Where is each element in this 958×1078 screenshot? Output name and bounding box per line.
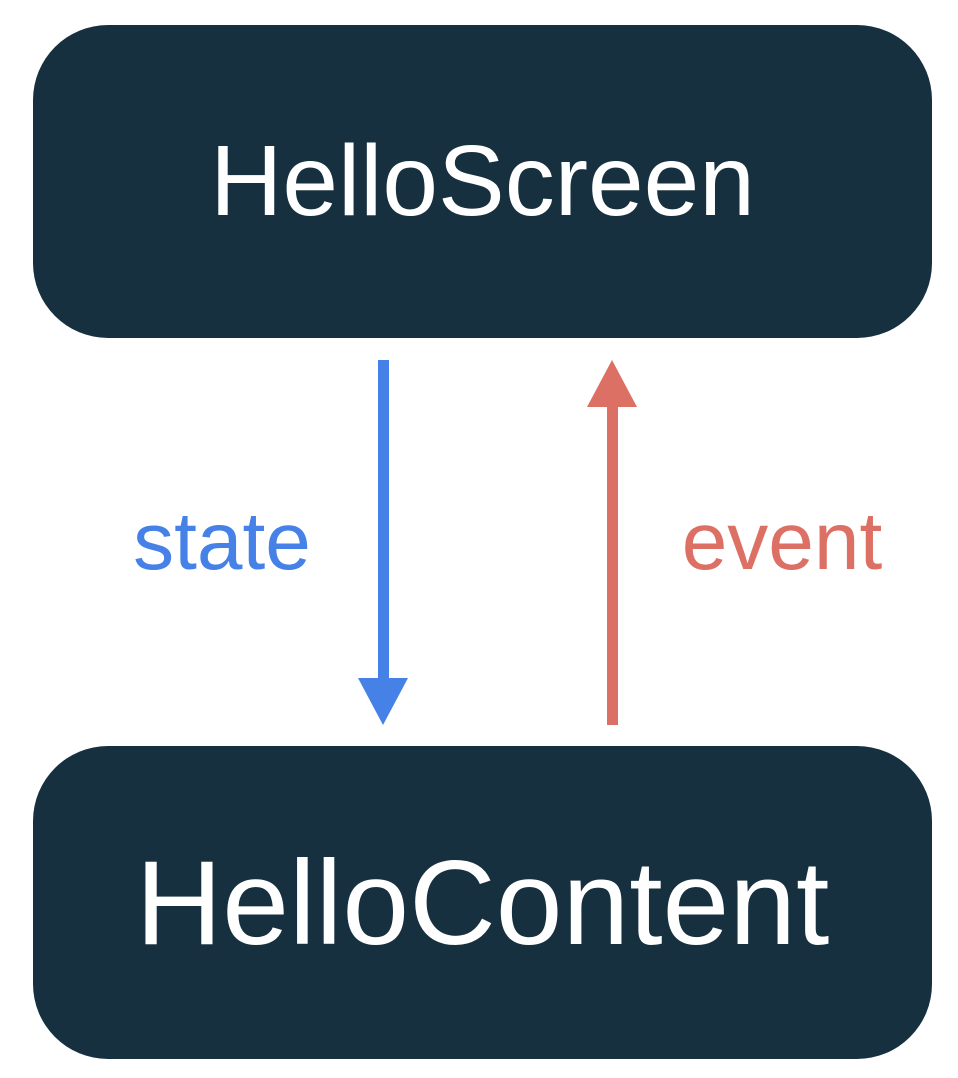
event-edge-label: event <box>681 496 883 587</box>
event-arrow-head-icon <box>587 360 637 407</box>
state-edge-label: state <box>133 496 311 587</box>
hello-screen-node: HelloScreen <box>33 25 932 338</box>
state-arrow-shaft <box>378 360 389 678</box>
hello-content-node: HelloContent <box>33 746 932 1059</box>
hello-screen-label: HelloScreen <box>210 125 755 237</box>
hello-content-label: HelloContent <box>135 835 830 970</box>
event-arrow-shaft <box>607 407 618 725</box>
state-arrow-head-icon <box>358 678 408 725</box>
